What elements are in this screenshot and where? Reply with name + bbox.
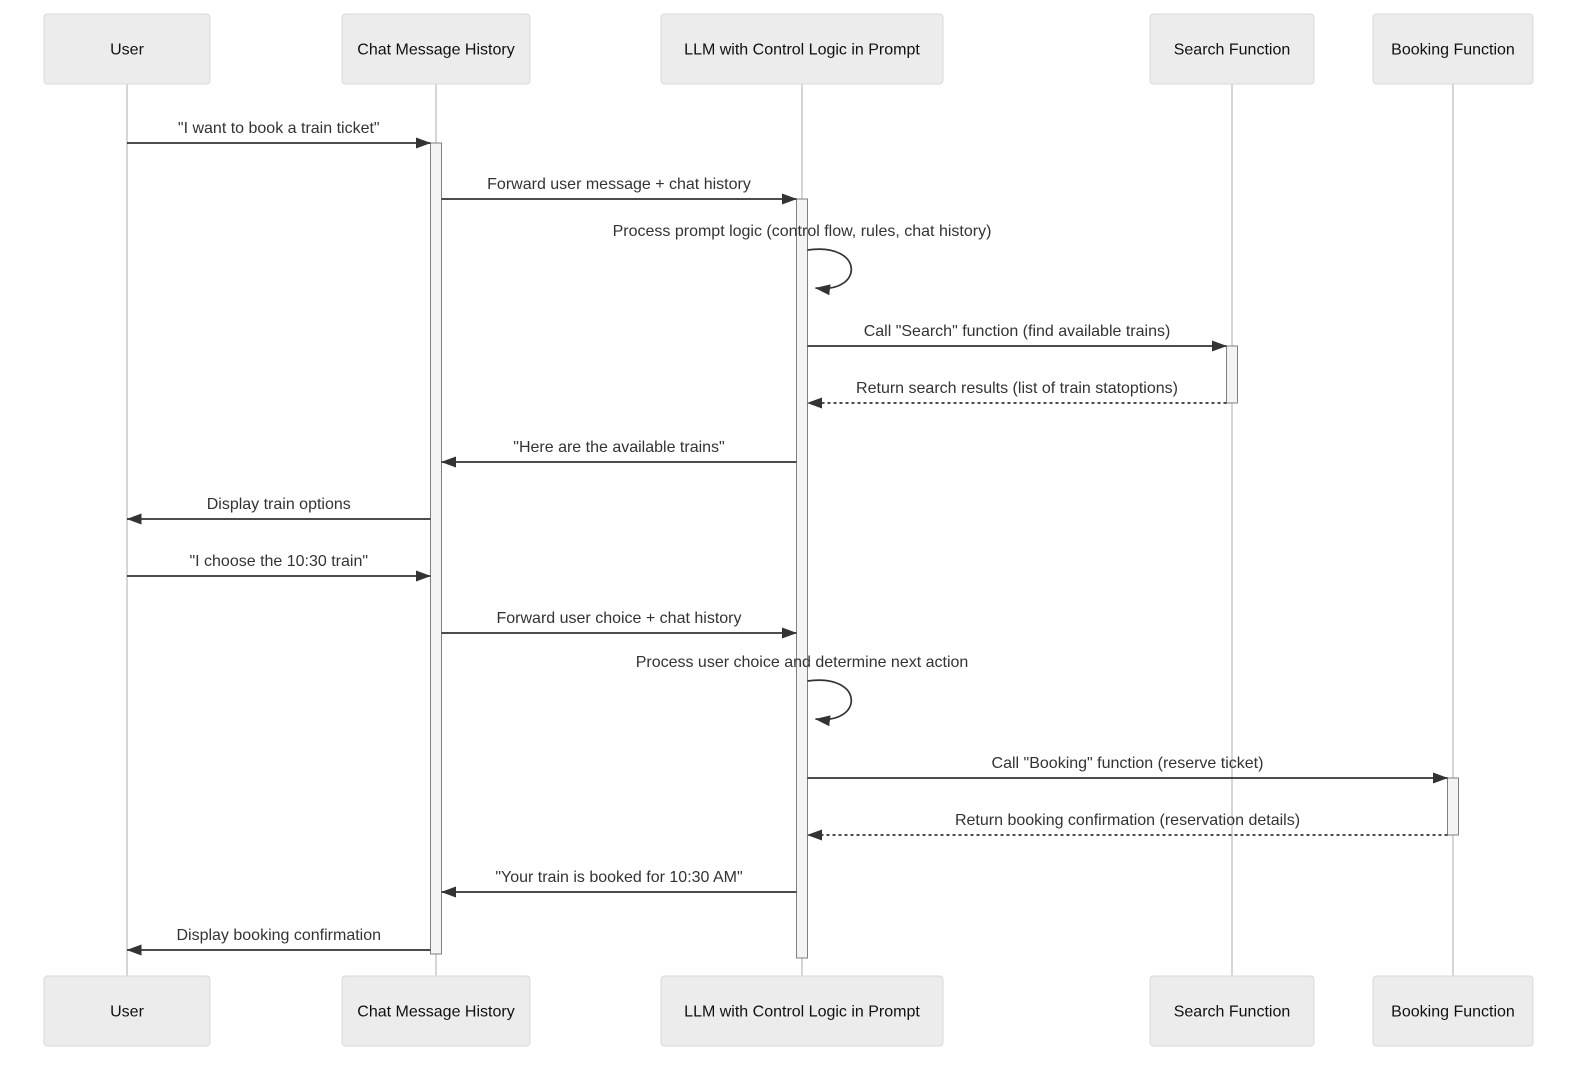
actor-top-user: User: [43, 13, 211, 85]
actor-label-top-booking-function: Booking Function: [1391, 42, 1515, 59]
actor-label-bottom-booking-function: Booking Function: [1391, 1004, 1515, 1021]
actor-box-bottom-booking-function: [1372, 975, 1534, 1047]
actor-label-top-search-function: Search Function: [1174, 42, 1291, 59]
actor-top-booking-function: Booking Function: [1372, 13, 1534, 85]
actor-box-bottom-user: [43, 975, 211, 1047]
actor-box-top-search-function: [1149, 13, 1315, 85]
self-message-arrow-9: [807, 679, 853, 727]
self-message-arrow-2: [807, 248, 853, 296]
actor-bottom-booking-function: Booking Function: [1372, 975, 1534, 1047]
actor-box-top-user: [43, 13, 211, 85]
actor-top-search-function: Search Function: [1149, 13, 1315, 85]
message-label-3: Call "Search" function (find available t…: [864, 323, 1171, 340]
activation-bar-search-function: [1226, 345, 1238, 404]
message-label-13: Display booking confirmation: [176, 927, 381, 944]
actor-label-top-llm-control-logic: LLM with Control Logic in Prompt: [684, 42, 920, 59]
message-label-2: Process prompt logic (control flow, rule…: [613, 223, 992, 240]
activation-bar-llm-control-logic: [796, 198, 808, 959]
activation-bar-chat-message-history: [430, 142, 442, 955]
actor-box-top-llm-control-logic: [660, 13, 944, 85]
actor-top-llm-control-logic: LLM with Control Logic in Prompt: [660, 13, 944, 85]
actor-bottom-search-function: Search Function: [1149, 975, 1315, 1047]
actor-bottom-user: User: [43, 975, 211, 1047]
actor-label-bottom-chat-message-history: Chat Message History: [357, 1004, 514, 1021]
actor-box-top-chat-message-history: [341, 13, 531, 85]
message-label-4: Return search results (list of train sta…: [856, 380, 1178, 397]
actor-bottom-llm-control-logic: LLM with Control Logic in Prompt: [660, 975, 944, 1047]
actor-label-top-chat-message-history: Chat Message History: [357, 42, 514, 59]
activation-bar-booking-function: [1447, 777, 1459, 836]
actor-top-chat-message-history: Chat Message History: [341, 13, 531, 85]
actor-box-bottom-chat-message-history: [341, 975, 531, 1047]
actor-box-bottom-llm-control-logic: [660, 975, 944, 1047]
actor-box-top-booking-function: [1372, 13, 1534, 85]
message-label-7: "I choose the 10:30 train": [189, 553, 368, 570]
actor-box-bottom-search-function: [1149, 975, 1315, 1047]
message-label-8: Forward user choice + chat history: [497, 610, 742, 627]
actor-label-bottom-user: User: [110, 1004, 144, 1021]
message-label-5: "Here are the available trains": [513, 439, 724, 456]
message-label-10: Call "Booking" function (reserve ticket): [992, 755, 1264, 772]
message-label-11: Return booking confirmation (reservation…: [955, 812, 1300, 829]
actor-label-bottom-search-function: Search Function: [1174, 1004, 1291, 1021]
actor-bottom-chat-message-history: Chat Message History: [341, 975, 531, 1047]
message-label-1: Forward user message + chat history: [487, 176, 751, 193]
message-label-6: Display train options: [207, 496, 351, 513]
message-label-9: Process user choice and determine next a…: [636, 654, 969, 671]
message-label-0: "I want to book a train ticket": [178, 120, 380, 137]
message-label-12: "Your train is booked for 10:30 AM": [495, 869, 742, 886]
actor-label-bottom-llm-control-logic: LLM with Control Logic in Prompt: [684, 1004, 920, 1021]
actor-label-top-user: User: [110, 42, 144, 59]
